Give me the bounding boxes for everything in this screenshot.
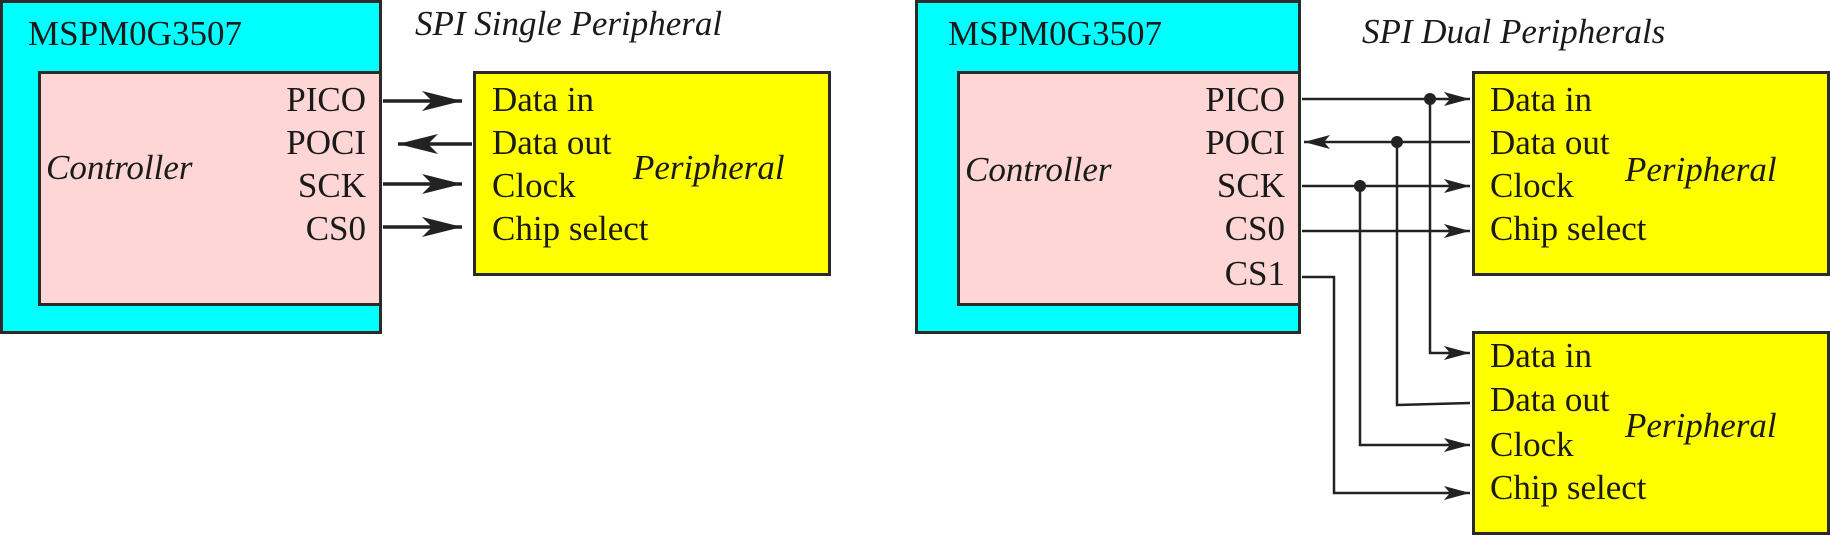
right-p2-signal-clock: Clock bbox=[1490, 425, 1574, 464]
right-p2-signal-data-in: Data in bbox=[1490, 336, 1593, 375]
right-junctions bbox=[1354, 93, 1436, 192]
left-signal-clock: Clock bbox=[492, 166, 576, 205]
right-wires bbox=[1302, 92, 1471, 500]
right-p2-signal-chip-select: Chip select bbox=[1490, 468, 1647, 507]
right-pin-poci: POCI bbox=[1205, 123, 1285, 162]
right-wire-sck-branch bbox=[1358, 186, 1470, 452]
left-controller-label: Controller bbox=[46, 148, 193, 187]
right-peripheral-1-block bbox=[1472, 71, 1830, 276]
left-signal-chip-select: Chip select bbox=[492, 209, 649, 248]
left-controller-block bbox=[38, 71, 382, 306]
left-title: SPI Single Peripheral bbox=[415, 4, 723, 43]
right-pin-sck: SCK bbox=[1216, 166, 1285, 205]
right-title: SPI Dual Peripherals bbox=[1362, 12, 1666, 51]
right-controller-block bbox=[957, 71, 1301, 306]
right-p1-label: Peripheral bbox=[1625, 150, 1777, 189]
right-p1-signal-data-out: Data out bbox=[1490, 123, 1610, 162]
right-p2-label: Peripheral bbox=[1625, 406, 1777, 445]
right-peripheral-2-block bbox=[1472, 331, 1830, 535]
right-p1-signal-chip-select: Chip select bbox=[1490, 209, 1647, 248]
left-pin-pico: PICO bbox=[286, 80, 366, 119]
left-peripheral-block bbox=[473, 71, 831, 276]
junction-sck bbox=[1354, 180, 1366, 192]
left-signal-data-out: Data out bbox=[492, 123, 612, 162]
right-controller-label: Controller bbox=[965, 150, 1112, 189]
right-pin-cs0: CS0 bbox=[1224, 209, 1285, 248]
right-p1-signal-clock: Clock bbox=[1490, 166, 1574, 205]
left-wires bbox=[383, 91, 472, 237]
junction-pico bbox=[1424, 93, 1436, 105]
right-p1-signal-data-in: Data in bbox=[1490, 80, 1593, 119]
junction-poci bbox=[1391, 136, 1403, 148]
left-signal-data-in: Data in bbox=[492, 80, 595, 119]
right-wire-poci-branch bbox=[1395, 142, 1471, 407]
left-peripheral-label: Peripheral bbox=[633, 148, 785, 187]
left-mcu-label: MSPM0G3507 bbox=[28, 14, 242, 53]
left-pin-poci: POCI bbox=[286, 123, 366, 162]
left-pin-cs0: CS0 bbox=[305, 209, 366, 248]
right-p2-signal-data-out: Data out bbox=[1490, 380, 1610, 419]
right-pin-pico: PICO bbox=[1205, 80, 1285, 119]
right-wire-cs1 bbox=[1302, 275, 1470, 500]
left-pin-sck: SCK bbox=[297, 166, 366, 205]
right-mcu-label: MSPM0G3507 bbox=[948, 14, 1162, 53]
right-pin-cs1: CS1 bbox=[1224, 254, 1285, 293]
right-wire-pico-branch bbox=[1428, 99, 1470, 360]
